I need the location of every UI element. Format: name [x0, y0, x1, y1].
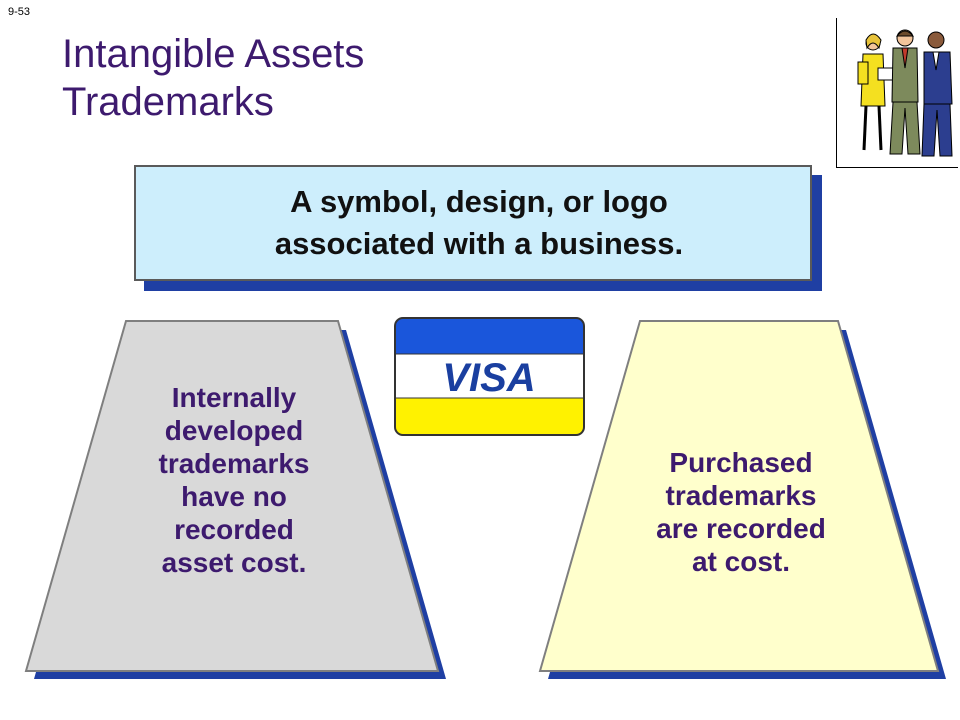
- visa-logo: VISA: [394, 317, 585, 436]
- left-panel-line: trademarks: [158, 448, 310, 479]
- left-panel-line: developed: [164, 415, 304, 446]
- left-panel: [24, 320, 440, 672]
- left-panel-line: recorded: [174, 514, 294, 545]
- title-line-2: Trademarks: [62, 80, 274, 124]
- right-panel-line: trademarks: [665, 480, 817, 511]
- left-panel-line: have no: [181, 481, 287, 512]
- frame-left-border: [836, 18, 837, 168]
- definition-text: A symbol, design, or logo associated wit…: [263, 181, 683, 265]
- title-line-1: Intangible Assets: [62, 32, 365, 76]
- definition-line-2: associated with a business.: [274, 226, 684, 261]
- right-panel-line: are recorded: [656, 513, 826, 544]
- right-panel: [538, 320, 940, 672]
- left-panel-line: Internally: [171, 382, 297, 413]
- right-panel-text: Purchased trademarks are recorded at cos…: [610, 446, 872, 578]
- visa-logo-text: VISA: [442, 356, 535, 400]
- definition-line-1: A symbol, design, or logo: [290, 184, 668, 219]
- left-panel-text: Internally developed trademarks have no …: [120, 381, 348, 579]
- page-title: Intangible Assets Trademarks: [62, 30, 364, 126]
- right-panel-line: at cost.: [691, 546, 791, 577]
- frame-bottom-border: [836, 167, 958, 168]
- slide-number: 9-53: [8, 6, 31, 18]
- business-people-icon: [857, 29, 953, 157]
- definition-box: A symbol, design, or logo associated wit…: [134, 165, 812, 281]
- clipart-frame: [836, 18, 958, 168]
- right-panel-line: Purchased: [669, 447, 813, 478]
- left-panel-line: asset cost.: [161, 547, 307, 578]
